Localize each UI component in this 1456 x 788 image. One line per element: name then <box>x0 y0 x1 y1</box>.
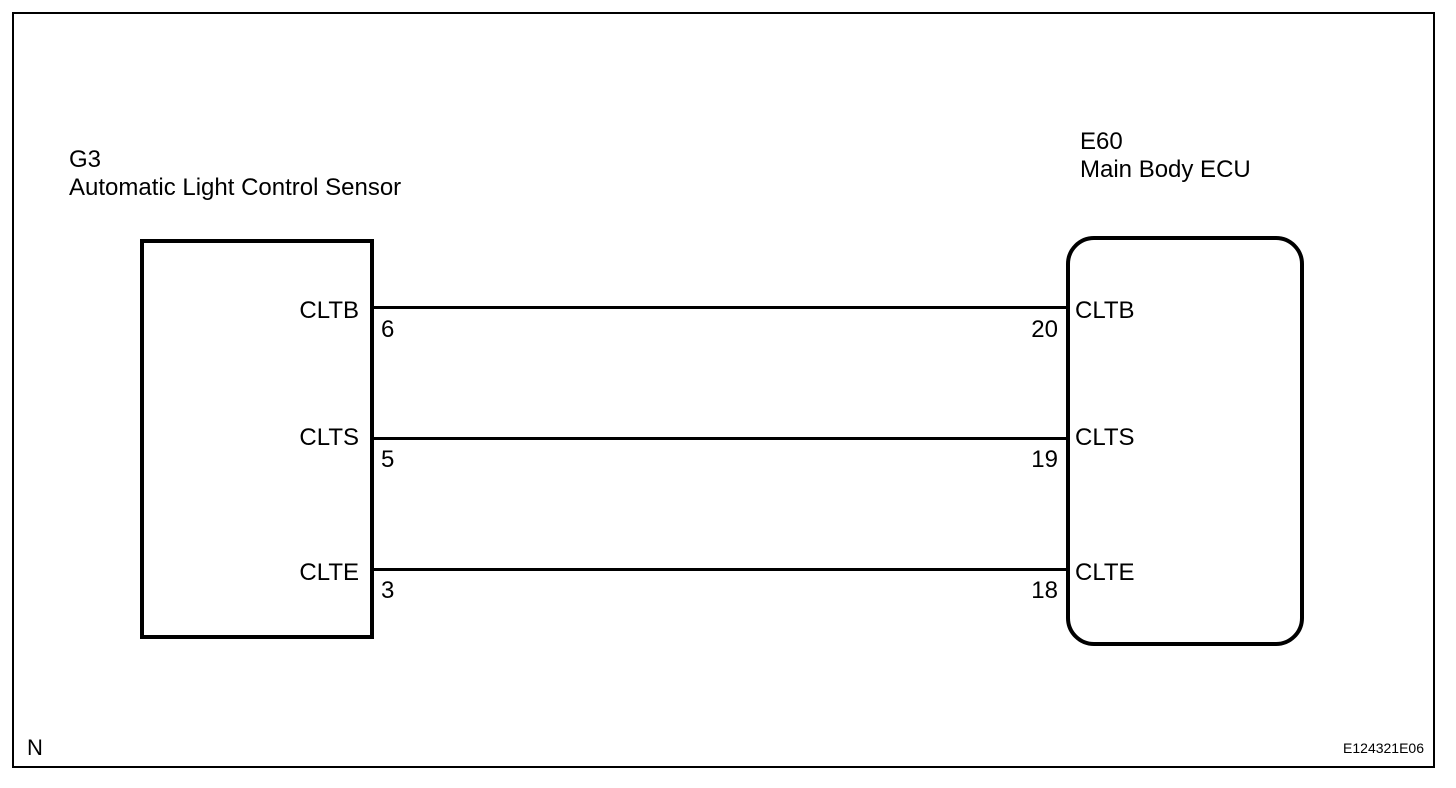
right-pin-number-20: 20 <box>1031 316 1058 343</box>
right-pin-number-18: 18 <box>1031 577 1058 604</box>
right-component-code: E60 <box>1080 128 1123 155</box>
wire-cltb <box>374 306 1066 309</box>
corner-mark: N <box>27 735 43 760</box>
sensor-box <box>140 239 374 639</box>
ecu-box <box>1066 236 1304 646</box>
right-pin-signal-clte: CLTE <box>1075 559 1135 586</box>
right-pin-signal-clts: CLTS <box>1075 424 1135 451</box>
right-component-name: Main Body ECU <box>1080 156 1251 183</box>
diagram-frame <box>12 12 1435 768</box>
left-pin-signal-clte: CLTE <box>299 559 359 586</box>
left-pin-signal-clts: CLTS <box>299 424 359 451</box>
figure-code: E124321E06 <box>1343 740 1424 756</box>
left-pin-signal-cltb: CLTB <box>299 297 359 324</box>
wire-clts <box>374 437 1066 440</box>
right-pin-number-19: 19 <box>1031 446 1058 473</box>
left-pin-number-3: 3 <box>381 577 395 604</box>
left-component-name: Automatic Light Control Sensor <box>69 174 402 201</box>
left-pin-number-6: 6 <box>381 316 395 343</box>
wire-clte <box>374 568 1066 571</box>
left-pin-number-5: 5 <box>381 446 395 473</box>
right-pin-signal-cltb: CLTB <box>1075 297 1135 324</box>
left-component-code: G3 <box>69 146 102 173</box>
